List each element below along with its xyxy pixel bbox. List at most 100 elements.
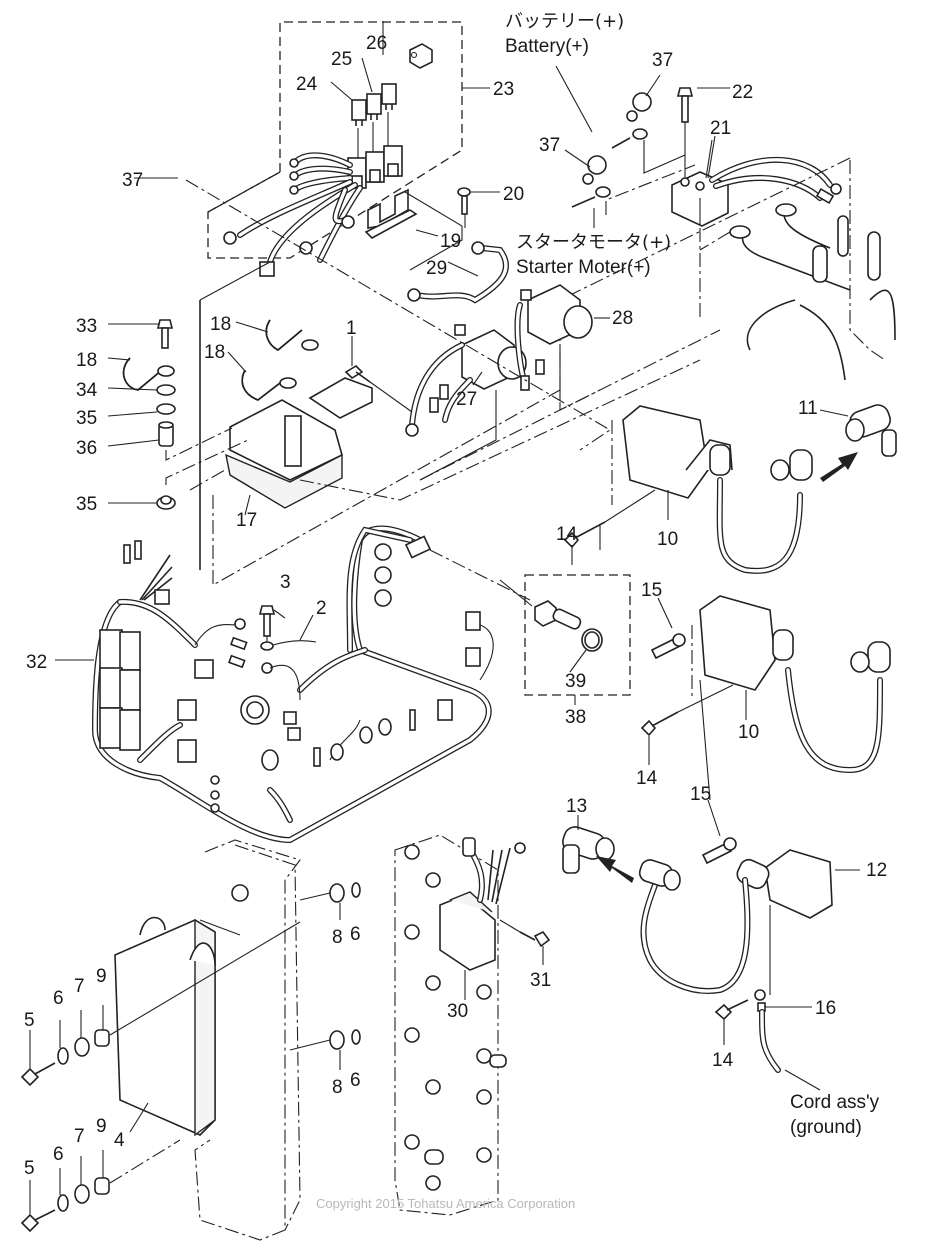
battery-terminal [611, 128, 648, 149]
callout-36: 36 [76, 438, 97, 459]
ground-cord-16 [754, 989, 781, 1073]
callout-15: 15 [641, 580, 662, 601]
fuse-box-assembly [207, 21, 463, 277]
bolt-31 [519, 930, 551, 948]
bolt-14-middle [640, 625, 734, 737]
callout-37: 37 [652, 50, 673, 71]
callout-23: 23 [493, 79, 514, 100]
grommet-8-lower [329, 1029, 361, 1050]
bolt-33 [156, 319, 174, 349]
washer-35 [156, 403, 176, 415]
callout-39: 39 [565, 671, 586, 692]
callout-32: 32 [26, 652, 47, 673]
callout-17: 17 [236, 510, 257, 531]
callout-5: 5 [24, 1010, 35, 1031]
mounting-plate-left [194, 839, 301, 1241]
callout-35: 35 [76, 408, 97, 429]
callout-29: 29 [426, 258, 447, 279]
callout-11: 11 [798, 398, 818, 419]
grommet-7-upper [74, 1037, 90, 1057]
callout-1: 1 [346, 318, 357, 339]
clamp-18-lower [241, 369, 297, 401]
callout-20: 20 [503, 184, 524, 205]
collar-9-upper [94, 1029, 110, 1047]
callout-13: 13 [566, 796, 587, 817]
callout-14: 14 [712, 1050, 734, 1071]
callout-22: 22 [732, 82, 753, 103]
callout-10: 10 [738, 722, 759, 743]
plug-cap-13 [562, 826, 615, 874]
callout-19: 19 [440, 231, 461, 252]
callout-8: 8 [332, 927, 343, 948]
wiring-harness [91, 525, 531, 844]
bracket-17 [225, 377, 373, 516]
callout-16: 16 [815, 998, 836, 1019]
terminal-cap-37-top [626, 92, 652, 122]
callout-28: 28 [612, 308, 633, 329]
terminal-cap-37-mid [582, 155, 607, 185]
relay-28 [520, 284, 593, 345]
grommet-7-lower [74, 1184, 90, 1204]
callout-18: 18 [76, 350, 97, 371]
callout-26: 26 [366, 33, 387, 54]
cdi-unit [114, 916, 216, 1137]
washer-34 [156, 384, 176, 396]
clamp-18-upper [265, 319, 319, 351]
callout-10: 10 [657, 529, 678, 550]
callout-6: 6 [350, 1070, 361, 1091]
grommet-8-upper [329, 882, 361, 903]
callout-24: 24 [296, 74, 318, 95]
leader-lines [29, 21, 860, 1214]
plug-cap-11 [845, 404, 897, 457]
clamp-15-lower [701, 837, 737, 865]
callout-4: 4 [114, 1130, 125, 1151]
bolt-3 [258, 605, 276, 642]
callout-25: 25 [331, 49, 352, 70]
fuse-holder-block [347, 145, 403, 189]
callout-33: 33 [76, 316, 97, 337]
callout-14: 14 [556, 524, 578, 545]
grommet-35 [156, 495, 176, 510]
arrow-icon-left [596, 856, 634, 883]
washer-6-lower [57, 1194, 69, 1212]
arrow-icon-right [820, 452, 858, 482]
callout-8: 8 [332, 1077, 343, 1098]
collar-9-lower [94, 1177, 110, 1195]
mounting-plate-right [394, 834, 507, 1216]
cord-label-line2: (ground) [790, 1117, 862, 1138]
callout-14: 14 [636, 768, 658, 789]
callout-18: 18 [204, 342, 225, 363]
callout-7: 7 [74, 1126, 85, 1147]
bolt-5-upper [20, 1062, 56, 1087]
callout-9: 9 [96, 1116, 107, 1137]
callout-38: 38 [565, 707, 586, 728]
fuse-26 [381, 83, 397, 150]
bolt-22 [676, 87, 694, 178]
callout-37: 37 [122, 170, 143, 191]
callout-2: 2 [316, 598, 327, 619]
callout-5: 5 [24, 1158, 35, 1179]
rectifier-regulator [439, 837, 526, 971]
annotations: バッテリー(+) Battery(+) スタータモータ(+) Starter M… [316, 11, 880, 1211]
callout-34: 34 [76, 380, 98, 401]
bolt-14-lower [714, 999, 749, 1021]
washer-6-upper [57, 1047, 69, 1065]
callout-27: 27 [456, 389, 477, 410]
callout-35: 35 [76, 494, 97, 515]
bolt-14-upper [563, 420, 656, 549]
callout-18: 18 [210, 314, 231, 335]
callout-37: 37 [539, 135, 560, 156]
ignition-coil-10-upper [622, 405, 813, 574]
starter-terminal [571, 186, 611, 208]
battery-label-jp: バッテリー(+) [505, 11, 624, 32]
clamp-15-upper [650, 633, 686, 660]
fuse-24 [351, 99, 367, 160]
callout-7: 7 [74, 976, 85, 997]
callout-3: 3 [280, 572, 291, 593]
callout-31: 31 [530, 970, 551, 991]
ignition-coil-10-middle [699, 595, 891, 774]
copyright-text: Copyright 2015 Tohatsu America Corporati… [316, 1196, 575, 1211]
battery-label-en: Battery(+) [505, 36, 589, 57]
callout-15: 15 [690, 784, 711, 805]
